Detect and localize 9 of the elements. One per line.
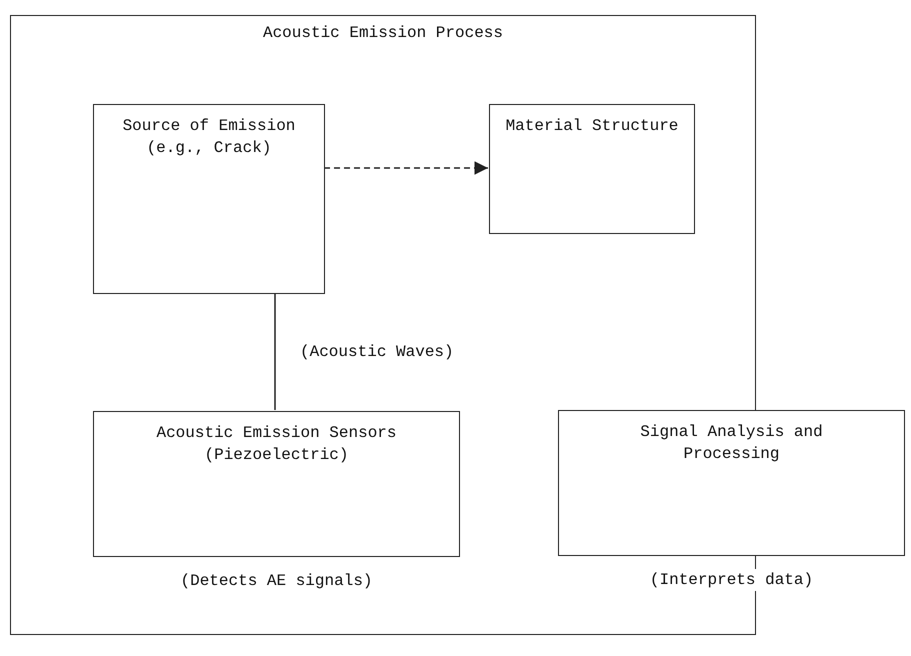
box-label: Material Structure — [504, 116, 680, 137]
connector-line — [274, 293, 276, 410]
box-label: Acoustic Emission Sensors (Piezoelectric) — [155, 423, 398, 466]
box-label: Source of Emission (e.g., Crack) — [122, 116, 296, 159]
box-label: Signal Analysis and Processing — [639, 422, 824, 465]
arrow — [324, 161, 488, 175]
process-box — [489, 104, 695, 234]
frame-heading: Acoustic Emission Process — [262, 23, 504, 44]
process-box — [93, 104, 325, 294]
